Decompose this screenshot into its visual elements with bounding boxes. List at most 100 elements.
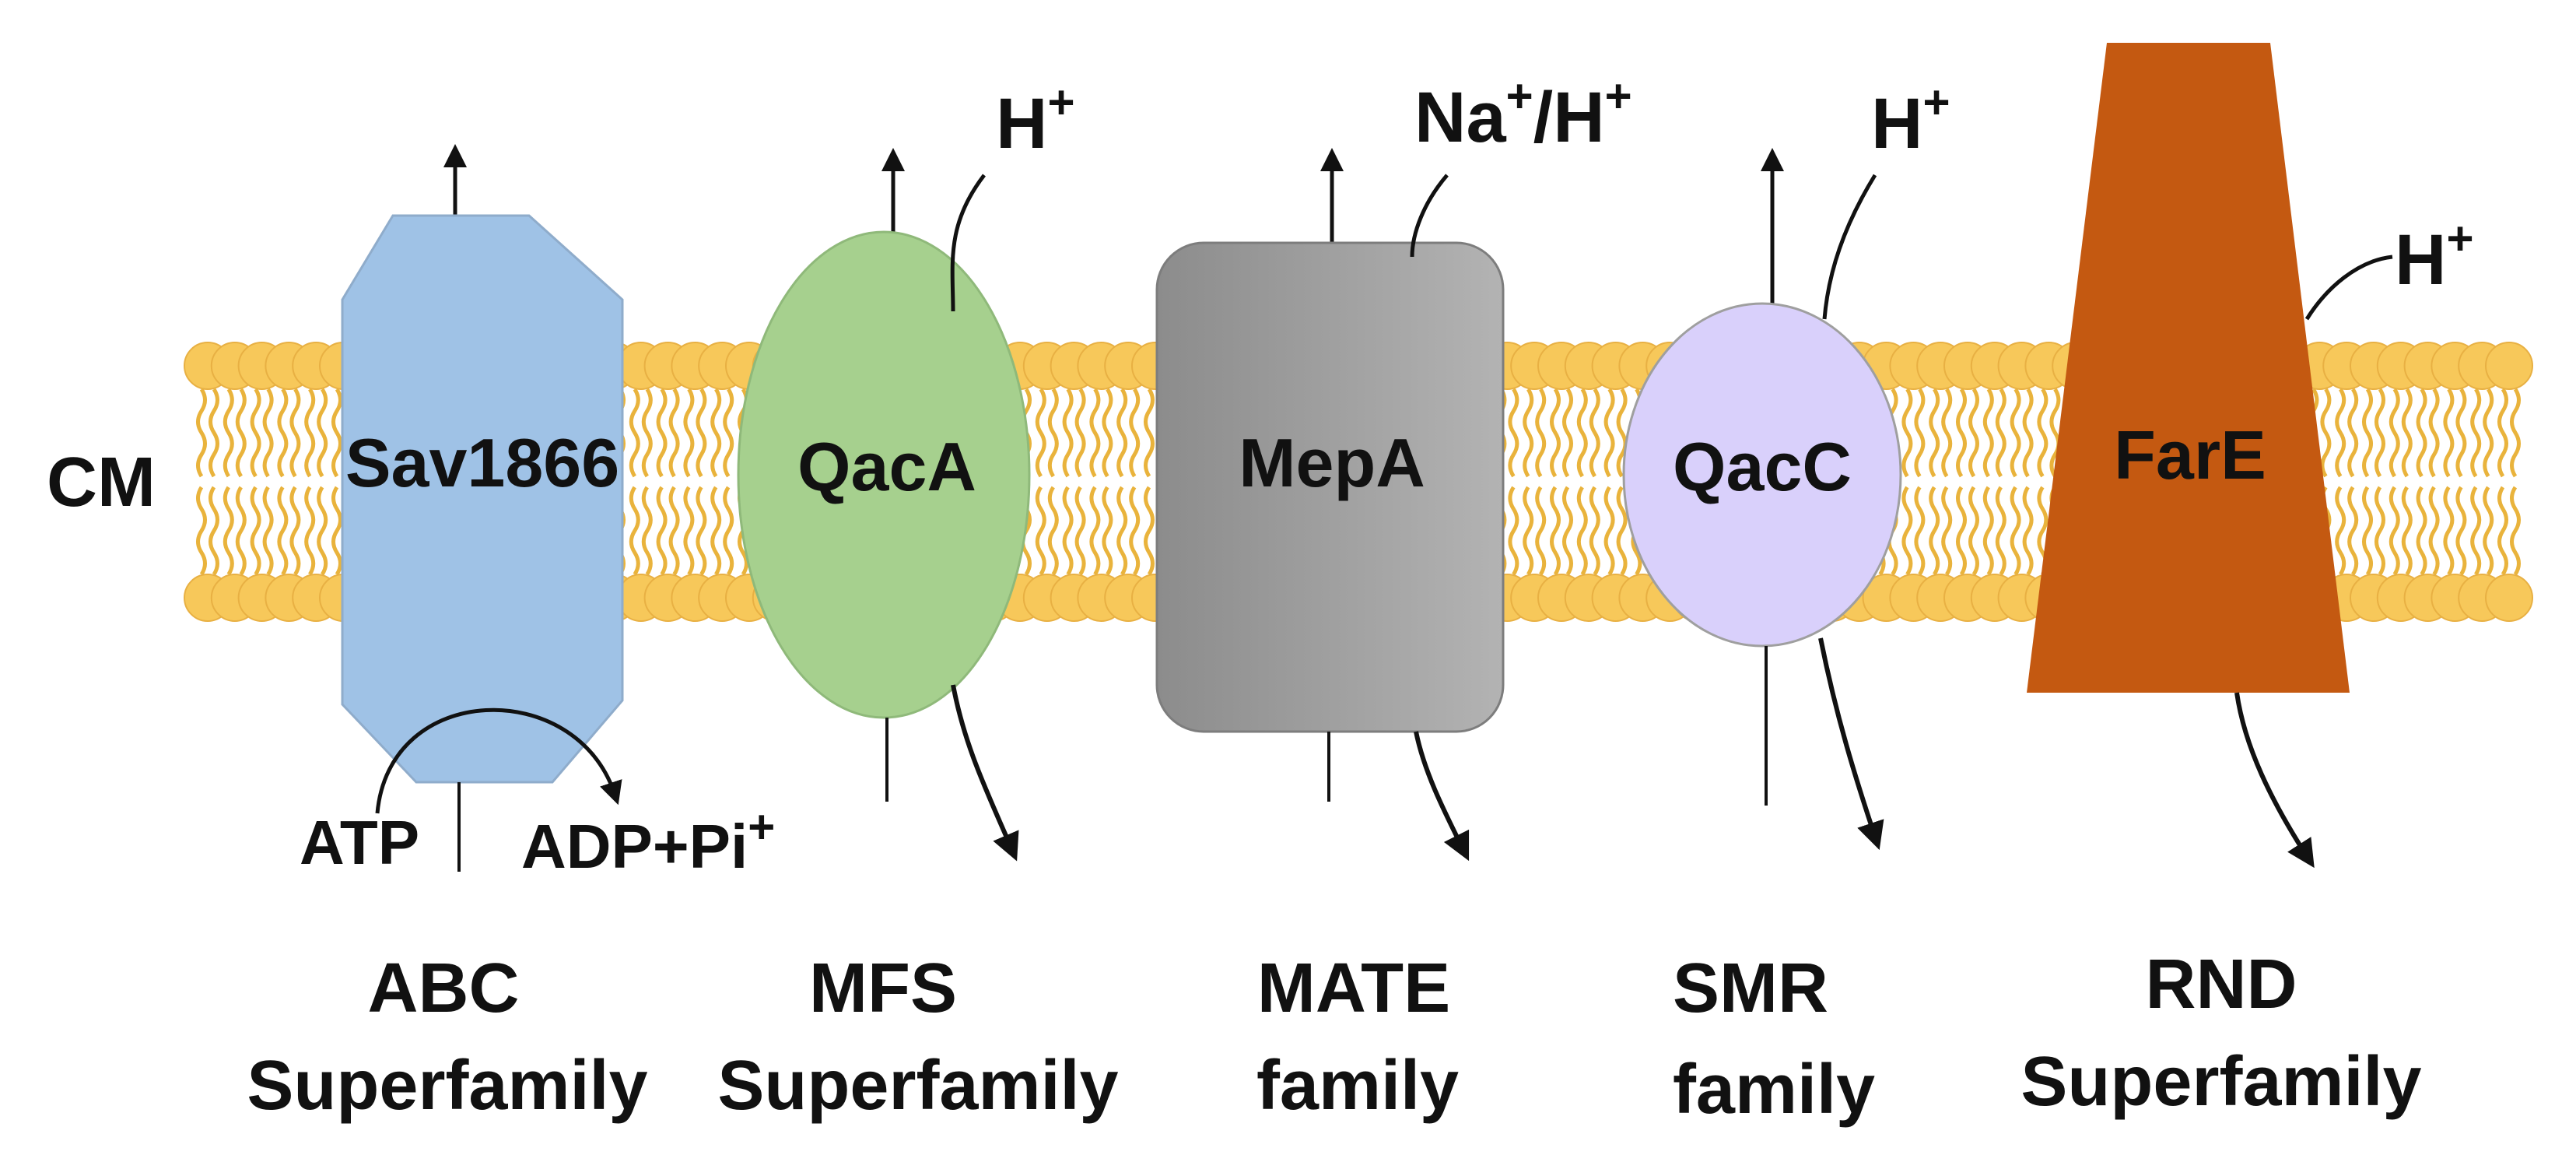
lipid-tail <box>2483 486 2494 576</box>
lipid-tail <box>1995 388 2006 478</box>
abc-family-line1: ABC <box>368 950 520 1027</box>
smr-transporter: QacC H+ SMR family <box>1622 76 1950 1129</box>
lipid-tail <box>1576 486 1588 576</box>
qaca-label: QacA <box>797 428 976 505</box>
lipid-tail <box>1901 486 1913 576</box>
lipid-tail <box>1144 486 1155 576</box>
lipid-tail <box>209 388 219 478</box>
mepa-label: MepA <box>1239 424 1425 501</box>
lipid-tail <box>641 486 653 576</box>
lipid-tail <box>2362 486 2373 576</box>
lipid-tail <box>223 486 234 576</box>
lipid-tail <box>2347 388 2359 478</box>
rnd-transporter: FarE H+ RND Superfamily <box>2020 43 2474 1121</box>
lipid-tail <box>289 388 301 478</box>
lipid-tail <box>2428 388 2440 478</box>
lipid-head <box>2485 574 2533 622</box>
lipid-tail <box>1116 486 1128 576</box>
sodium-proton-label: Na+/H+ <box>1414 70 1632 157</box>
lipid-tail <box>196 486 207 576</box>
mfs-transporter: QacA H+ MFS Superfamily <box>717 76 1118 1125</box>
lipid-tail <box>1901 388 1913 478</box>
lipid-tail <box>710 486 722 576</box>
atp-label: ATP <box>300 808 419 877</box>
lipid-tail <box>1941 486 1953 576</box>
lipid-tail <box>668 388 680 478</box>
lipid-tail <box>2374 388 2385 478</box>
lipid-tail <box>1603 486 1615 576</box>
lipid-tail <box>1047 486 1059 576</box>
smr-family-line1: SMR <box>1673 950 1828 1027</box>
lipid-tail <box>1956 486 1967 576</box>
lipid-tail <box>2401 388 2413 478</box>
proton-entry-line <box>2304 255 2393 321</box>
lipid-tail <box>641 388 653 478</box>
lipid-tail <box>2428 486 2440 576</box>
rnd-family-line2: Superfamily <box>2020 1043 2421 1121</box>
lipid-tail <box>2335 388 2346 478</box>
membrane-label: CM <box>47 444 156 521</box>
lipid-tail <box>1129 486 1141 576</box>
lipid-tail <box>668 486 680 576</box>
fare-label: FarE <box>2114 416 2266 493</box>
lipid-tail <box>1523 388 1534 478</box>
mfs-family-line1: MFS <box>809 950 957 1027</box>
lipid-tail <box>2010 486 2021 576</box>
proton-label: H+ <box>1871 76 1950 163</box>
lipid-tail <box>2416 388 2427 478</box>
lipid-tail <box>304 486 316 576</box>
abc-family-line2: Superfamily <box>247 1047 647 1125</box>
lipid-tail <box>1062 388 1074 478</box>
lipid-tail <box>1550 486 1561 576</box>
lipid-tail <box>1562 486 1573 576</box>
lipid-tail <box>1982 388 1994 478</box>
proton-exit-arrow <box>2234 692 2315 869</box>
lipid-tail <box>2510 388 2521 478</box>
lipid-tail <box>2510 486 2521 576</box>
lipid-tail <box>2497 486 2508 576</box>
rnd-family-line1: RND <box>2146 946 2297 1023</box>
lipid-tail <box>1956 388 1967 478</box>
lipid-tail <box>656 486 668 576</box>
lipid-tail <box>262 486 274 576</box>
mate-family-line1: MATE <box>1257 950 1450 1027</box>
lipid-tail <box>331 486 342 576</box>
lipid-tail <box>1576 388 1588 478</box>
lipid-tail <box>2497 388 2508 478</box>
fare-protein <box>2027 43 2350 693</box>
lipid-tail <box>262 388 274 478</box>
lipid-tail <box>1535 388 1547 478</box>
lipid-tail <box>331 388 342 478</box>
ion-exit-arrow <box>1414 731 1470 862</box>
lipid-tail <box>223 388 234 478</box>
lipid-tail <box>1129 388 1141 478</box>
lipid-tail <box>1062 486 1074 576</box>
lipid-tail <box>629 388 640 478</box>
mfs-family-line2: Superfamily <box>717 1047 1118 1125</box>
lipid-tail <box>250 388 261 478</box>
lipid-tail <box>1982 486 1994 576</box>
lipid-tail <box>1968 486 1979 576</box>
lipid-tail <box>696 486 707 576</box>
lipid-tail <box>2320 388 2332 478</box>
proton-label: H+ <box>2395 212 2474 300</box>
mate-transporter: MepA Na+/H+ MATE family <box>1155 70 1632 1125</box>
lipid-tail <box>2443 388 2455 478</box>
proton-exit-arrow <box>1818 637 1884 851</box>
qaca-protein <box>737 230 1031 719</box>
lipid-tail <box>1589 486 1600 576</box>
qacc-label: QacC <box>1673 428 1852 505</box>
lipid-tail <box>1603 388 1615 478</box>
lipid-tail <box>235 388 247 478</box>
lipid-tail <box>196 388 207 478</box>
lipid-tail <box>1550 388 1561 478</box>
lipid-tail <box>2470 388 2482 478</box>
lipid-tail <box>723 388 734 478</box>
lipid-tail <box>723 486 734 576</box>
lipid-tail <box>1995 486 2006 576</box>
lipid-tail <box>2049 388 2061 478</box>
lipid-tail <box>1523 486 1534 576</box>
lipid-tail <box>2335 486 2346 576</box>
